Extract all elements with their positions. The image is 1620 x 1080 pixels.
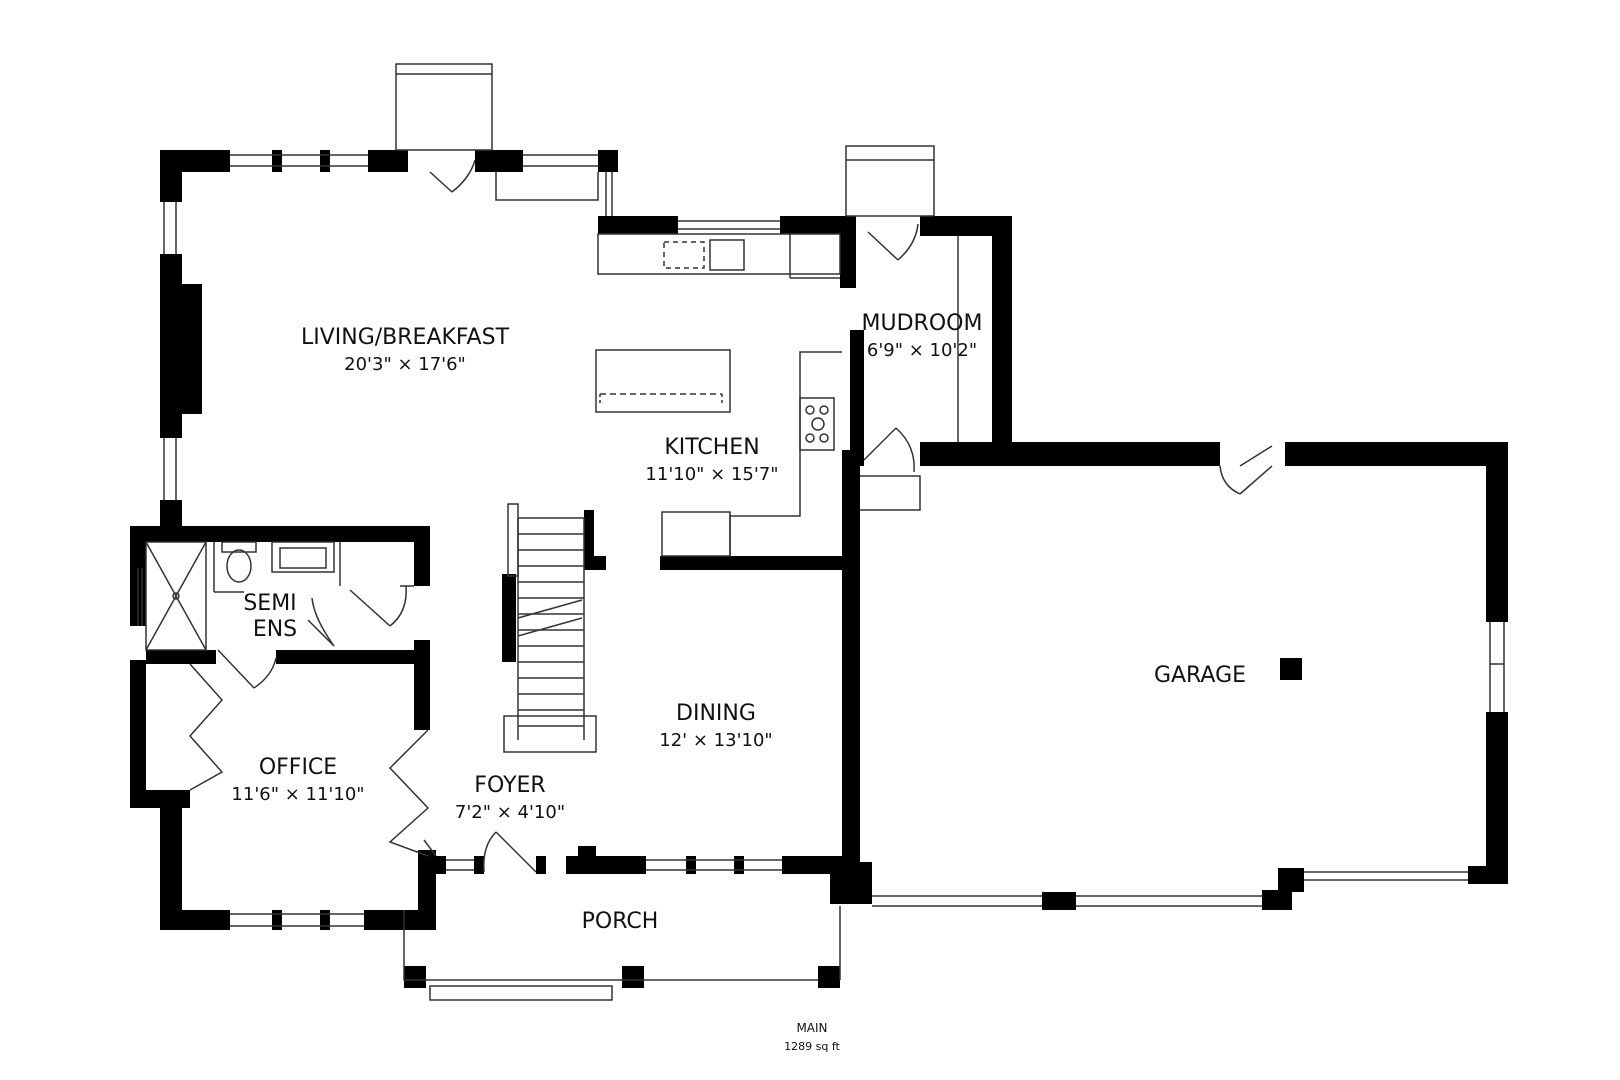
living-breakfast-dims: 20'3" × 17'6" <box>344 354 466 375</box>
kitchen-dims: 11'10" × 15'7" <box>645 464 778 485</box>
semi-ens-label-line2: ENS <box>253 617 297 642</box>
garage-label: GARAGE <box>1154 663 1246 688</box>
office-dims: 11'6" × 11'10" <box>231 784 364 805</box>
porch-label: PORCH <box>582 909 659 934</box>
level-area: 1289 sq ft <box>784 1040 840 1053</box>
dining-dims: 12' × 13'10" <box>659 730 772 751</box>
living-breakfast-label: LIVING/BREAKFAST <box>301 325 510 350</box>
fixtures <box>137 63 1505 1001</box>
office-label: OFFICE <box>259 755 337 780</box>
kitchen-label: KITCHEN <box>664 435 759 460</box>
foyer-label: FOYER <box>474 773 545 798</box>
mudroom-label: MUDROOM <box>862 311 983 336</box>
mudroom-dims: 6'9" × 10'2" <box>867 340 977 361</box>
walls <box>130 150 1508 988</box>
labels: LIVING/BREAKFAST 20'3" × 17'6" KITCHEN 1… <box>231 311 1246 1053</box>
dining-label: DINING <box>676 701 756 726</box>
level-name: MAIN <box>796 1021 827 1035</box>
semi-ens-label-line1: SEMI <box>243 591 296 616</box>
foyer-dims: 7'2" × 4'10" <box>455 802 565 823</box>
